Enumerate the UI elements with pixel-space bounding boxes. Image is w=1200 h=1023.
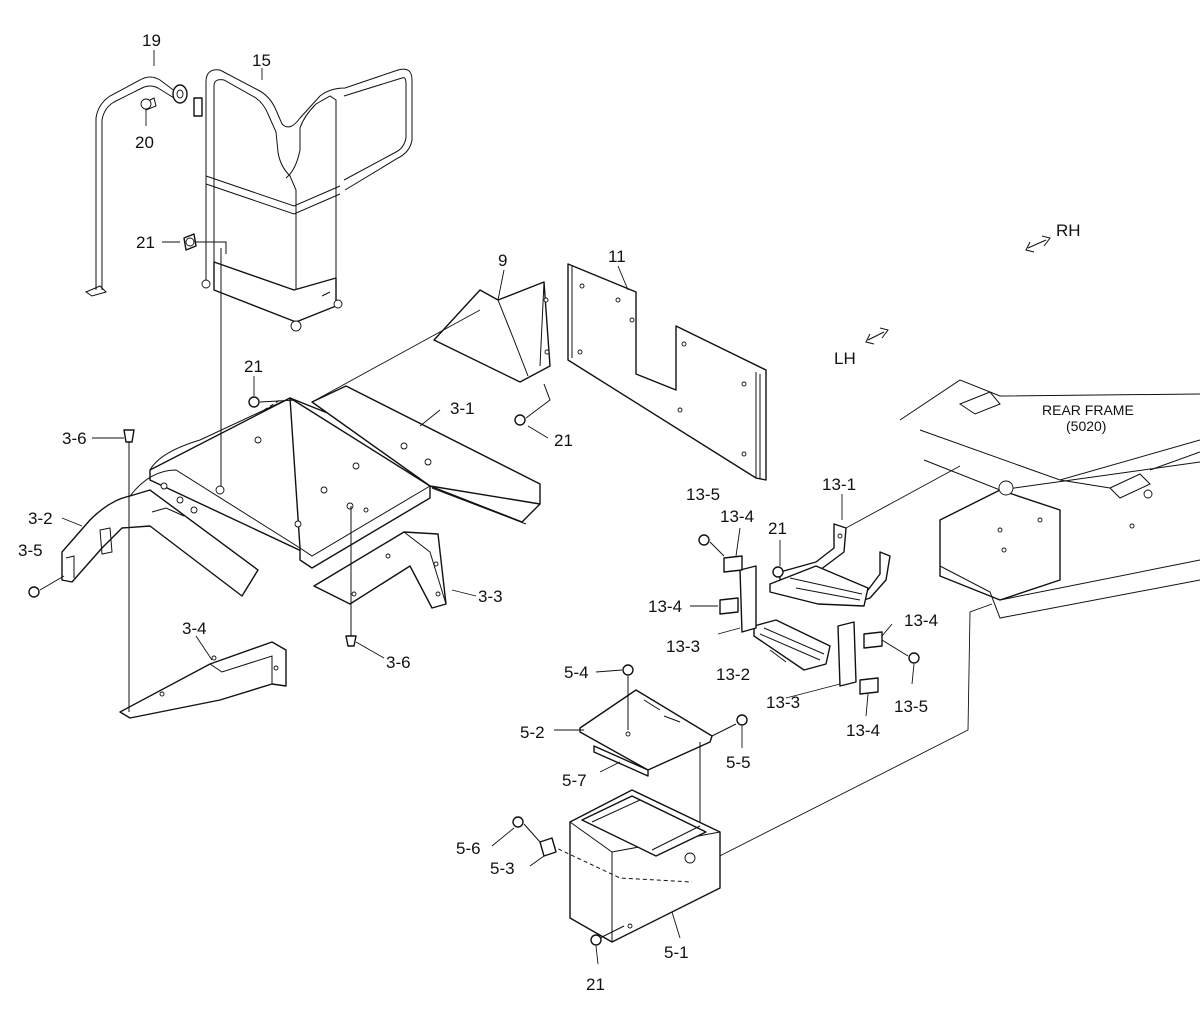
bolt-20 [140,97,157,111]
label-13-5-right: 13-5 [894,697,928,716]
label-13-1: 13-1 [822,475,856,494]
label-15: 15 [252,51,271,70]
step-13-upper [769,565,869,607]
label-3-6-bottom: 3-6 [386,653,411,672]
plate-13-4-b [719,597,739,615]
label-rh: RH [1056,221,1081,240]
rear-frame-code: (5020) [1066,418,1106,434]
bolt-21-step [772,566,784,578]
guide-line-9 [311,309,481,403]
bolt-3-6-bottom [345,506,357,647]
label-13-4-b: 13-4 [648,597,682,616]
guide-line-rear [699,603,993,867]
label-20: 20 [135,133,154,152]
bracket-9 [433,281,551,383]
label-lh: LH [834,349,856,368]
label-21-panel: 21 [554,431,573,450]
battery-box-5-1 [569,789,721,943]
rail-19 [84,76,203,297]
lh-arrow-icon [865,327,889,345]
label-3-4: 3-4 [182,619,207,638]
label-3-5: 3-5 [18,541,43,560]
bolt-13-5-right [881,639,920,664]
label-13-4-a: 13-4 [720,507,754,526]
bolt-5-6 [512,816,541,843]
label-5-7: 5-7 [562,771,587,790]
bolt-5-4 [622,664,634,730]
label-13-3-right: 13-3 [766,693,800,712]
deck-plate-3-1 [149,385,541,569]
dash-3-1 [263,399,281,411]
plate-13-3-left [739,565,757,633]
callout-labels: 19 15 20 21 9 11 RH LH 21 3-1 21 3-6 3-2… [18,31,1134,994]
guide-line-13 [845,465,961,529]
label-11: 11 [608,247,626,266]
clip-5-3 [539,837,557,857]
bolt-3-6-top [123,429,135,712]
label-5-4: 5-4 [564,663,589,682]
label-3-2: 3-2 [28,509,53,528]
rear-frame-5020 [899,379,1200,619]
label-13-3-left: 13-3 [666,637,700,656]
label-3-1: 3-1 [450,399,475,418]
plate-13-4-d [859,677,879,695]
label-19: 19 [142,31,161,50]
label-21-deck: 21 [244,357,263,376]
label-13-4-d: 13-4 [846,721,880,740]
step-13-2 [753,619,831,671]
bolt-21-deck [248,396,297,408]
plate-13-3-right [837,621,857,687]
label-21-step: 21 [768,519,787,538]
label-9: 9 [498,251,507,270]
label-21-top: 21 [136,233,155,252]
bracket-3-4 [119,641,287,719]
fender-3-2 [61,469,301,597]
label-3-6-top: 3-6 [62,429,87,448]
bolt-21-box [590,925,625,946]
plate-13-4-c [863,631,883,649]
bolt-21-top [183,233,227,254]
label-5-2: 5-2 [520,723,545,742]
bolt-13-5-left [698,534,725,557]
bolt-5-5 [711,714,748,737]
label-5-5: 5-5 [726,753,751,772]
bracket-3-3 [313,531,447,609]
label-13-5-left: 13-5 [686,485,720,504]
plate-13-4-a [723,555,743,573]
strip-5-7 [593,745,649,777]
label-13-4-c: 13-4 [904,611,938,630]
label-5-3: 5-3 [490,859,515,878]
rh-arrow-icon [1025,235,1051,253]
label-21-box: 21 [586,975,605,994]
leader-lines [61,50,915,965]
label-5-6: 5-6 [456,839,481,858]
bolt-3-5 [28,575,65,598]
label-3-3: 3-3 [478,587,503,606]
bolt-21-panel [514,383,551,426]
panel-11 [567,263,767,481]
label-13-2: 13-2 [716,665,750,684]
label-5-1: 5-1 [664,943,689,962]
rear-frame-title: REAR FRAME [1042,402,1134,418]
cover-5-2 [579,689,713,830]
handrail-15 [201,68,413,332]
